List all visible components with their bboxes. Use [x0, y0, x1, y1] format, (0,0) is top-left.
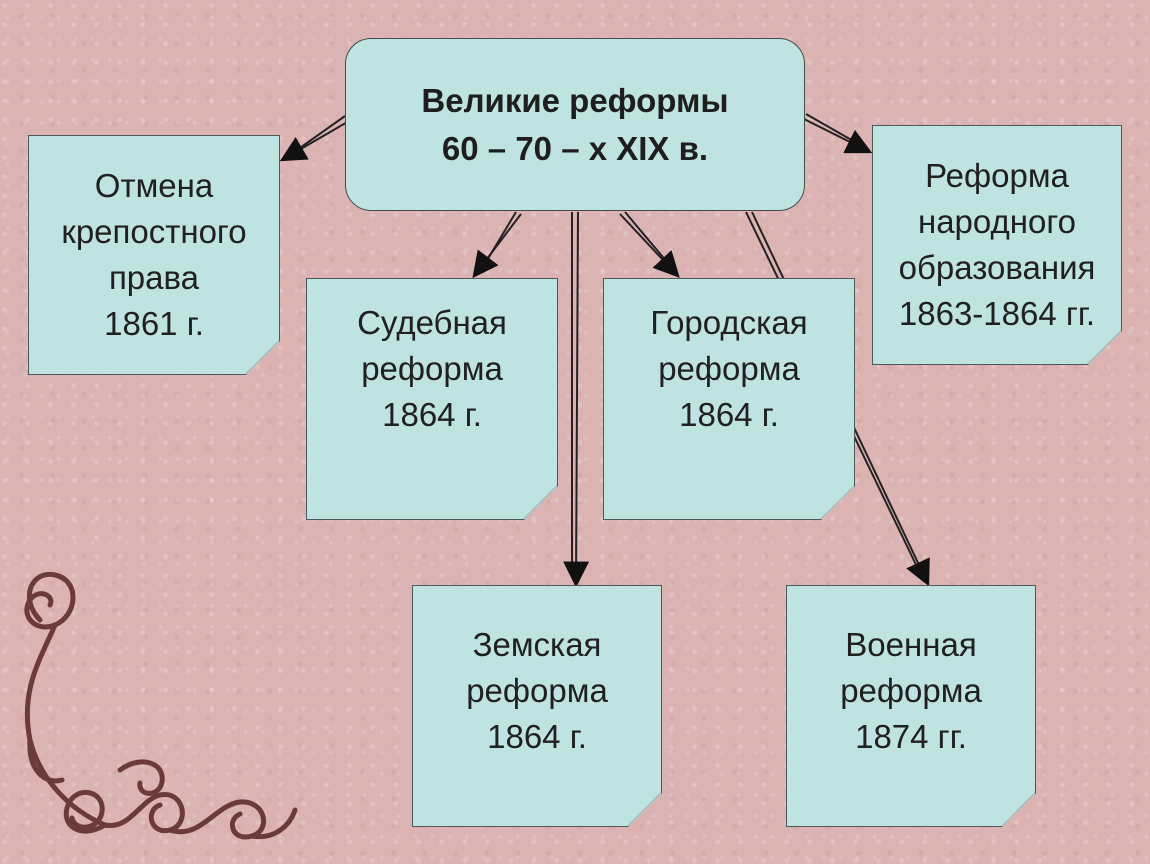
arrow-to-city: [624, 211, 668, 263]
reform-zemstvo-card: Земская реформа 1864 г.: [412, 585, 662, 827]
swirl-ornament-icon: [24, 572, 298, 840]
reform-education-card: Реформа народного образования 1863-1864 …: [872, 125, 1122, 365]
arrow-to-judicial-2: [472, 213, 522, 279]
arrow-to-serfdom: [289, 115, 346, 156]
reform-serfdom-card: Отмена крепостного права 1861 г.: [28, 135, 280, 375]
arrow-to-serfdom-2: [279, 120, 350, 162]
reform-city-text: Городская реформа 1864 г.: [650, 304, 808, 433]
reform-serfdom-text: Отмена крепостного права 1861 г.: [61, 167, 247, 342]
main-title-box: Великие реформы 60 – 70 – х XIX в.: [345, 38, 805, 211]
reform-military-text: Военная реформа 1874 гг.: [840, 626, 982, 755]
main-title-text: Великие реформы 60 – 70 – х XIX в.: [421, 77, 728, 173]
reform-zemstvo-text: Земская реформа 1864 г.: [466, 626, 608, 755]
reform-military-card: Военная реформа 1874 гг.: [786, 585, 1036, 827]
reform-judicial-card: Судебная реформа 1864 г.: [306, 278, 558, 520]
arrow-to-zemstvo-2: [563, 211, 590, 588]
reform-city-card: Городская реформа 1864 г.: [603, 278, 855, 520]
main-title-line1: Великие реформы: [421, 81, 729, 119]
arrow-to-education-2: [803, 118, 873, 154]
reform-judicial-text: Судебная реформа 1864 г.: [357, 304, 507, 433]
main-title-line2: 60 – 70 – х XIX в.: [441, 129, 709, 167]
reform-education-text: Реформа народного образования 1863-1864 …: [898, 157, 1096, 332]
arrow-to-city-2: [619, 213, 680, 278]
arrow-to-education: [805, 113, 856, 143]
